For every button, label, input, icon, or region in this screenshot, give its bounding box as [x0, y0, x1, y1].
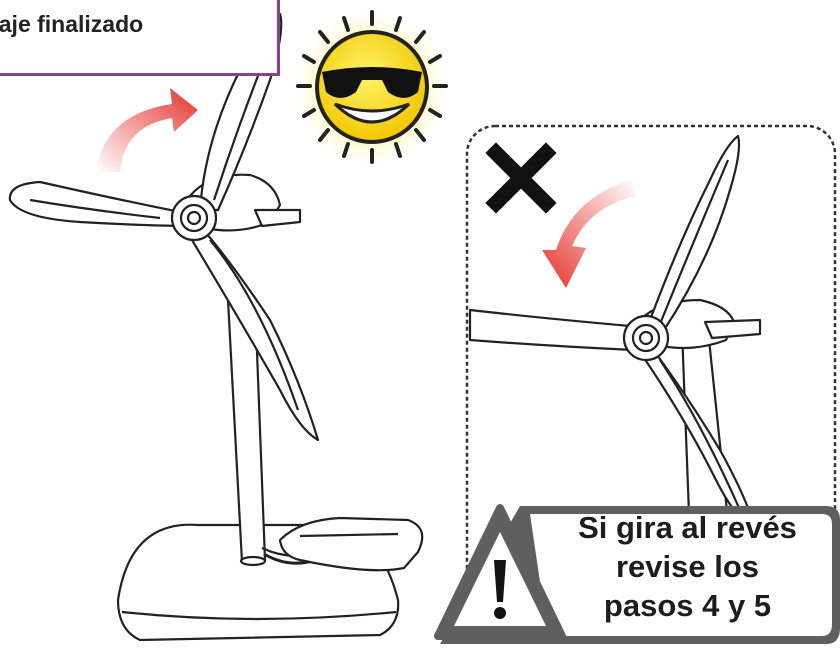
warning-message: Si gira al revés revise los pasos 4 y 5 [540, 508, 835, 625]
windmill-detail-drawing [468, 134, 762, 542]
warning-line-1: Si gira al revés [578, 510, 797, 545]
title-label: ontaje finalizado [0, 11, 144, 37]
warning-line-3: pasos 4 y 5 [603, 588, 772, 623]
warning-line-2: revise los [615, 549, 760, 584]
wrong-x-icon [485, 142, 557, 214]
warning-triangle-icon [434, 504, 566, 640]
sun-sunglasses-icon [290, 6, 454, 170]
reverse-rotation-arrow-icon [542, 180, 636, 288]
title-box: ontaje finalizado [0, 0, 280, 76]
rotation-arrow-icon [96, 88, 198, 172]
